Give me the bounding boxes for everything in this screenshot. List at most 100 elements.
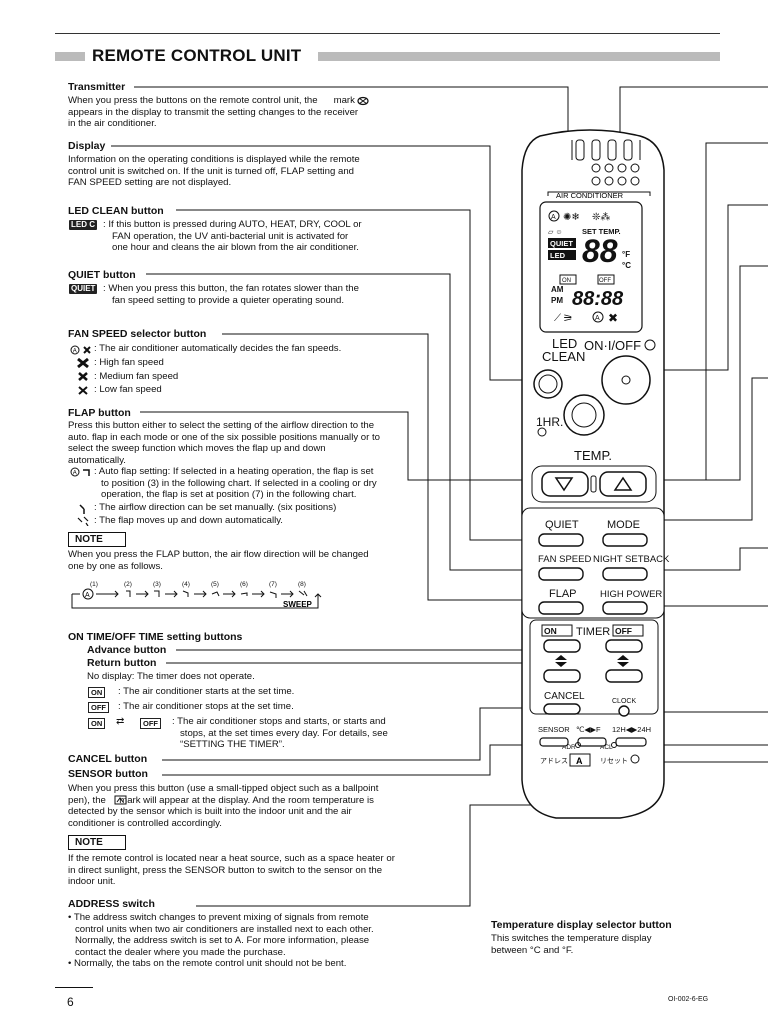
note2-text: If the remote control is located near a …: [68, 853, 395, 888]
flap-sweep-text: : The flap moves up and down automatical…: [94, 515, 283, 526]
acl-label: ACL: [600, 744, 613, 751]
clock-button: [618, 705, 630, 717]
quiet-badge: QUIET: [69, 284, 98, 294]
pos-5: (5): [211, 581, 219, 588]
acl-button: [611, 742, 617, 748]
on-arrows-icon: [555, 655, 567, 667]
fan-speed-auto: : The air conditioner automatically deci…: [94, 343, 342, 354]
led-clean-label-1: LED: [552, 336, 577, 351]
off-advance-button: [605, 639, 643, 653]
display-deg-c: °C: [622, 261, 631, 270]
fan-icons: A: [70, 345, 91, 395]
display-off: OFF: [599, 278, 611, 284]
note-label-1: NOTE: [68, 532, 126, 547]
svg-text:▱ ☺: ▱ ☺: [548, 229, 562, 236]
svg-text:✖: ✖: [608, 311, 618, 325]
pos-7: (7): [269, 581, 277, 588]
display-on: ON: [562, 278, 571, 284]
cancel-button-label: CANCEL: [544, 691, 585, 702]
address-switch: [569, 753, 591, 767]
timer-both-text: : The air conditioner stops and starts, …: [172, 716, 388, 751]
timer-both-on-badge: ON: [88, 718, 106, 729]
sweep-label: SWEEP: [283, 600, 313, 609]
manual-flap-icon: [79, 504, 85, 514]
flap-auto-text: : Auto flap setting: If selected in a he…: [94, 466, 377, 501]
sensor-text: When you press this button (use a small-…: [68, 783, 379, 829]
led-clean-badge: LED C: [69, 220, 97, 230]
flap-title: FLAP button: [68, 407, 131, 419]
timer-both-off-badge: OFF: [140, 718, 161, 729]
h12-24-label: 12H◀▶24H: [612, 725, 651, 734]
page-number: 6: [67, 995, 74, 1009]
timer-off-badge: OFF: [88, 702, 109, 713]
timer-on-label: ON: [544, 626, 557, 636]
cf-button-label: ℃◀▶F: [576, 725, 601, 734]
sensor-button-label: SENSOR: [538, 725, 570, 734]
clock-button-label: CLOCK: [612, 698, 636, 705]
display-text: Information on the operating conditions …: [68, 154, 360, 189]
flap-button: [538, 601, 584, 615]
high-power-button-label: HIGH POWER: [600, 589, 662, 600]
fan-speed-medium: : Medium fan speed: [94, 371, 179, 382]
pos-3: (3): [153, 581, 161, 588]
cancel-title: CANCEL button: [68, 753, 148, 765]
fan-speed-button-label: FAN SPEED: [538, 554, 591, 565]
cancel-button: [543, 703, 581, 715]
svg-text:A: A: [85, 592, 90, 599]
page-title: REMOTE CONTROL UNIT: [92, 46, 302, 65]
address-text: • The address switch changes to prevent …: [68, 912, 374, 970]
display-am: AM: [551, 285, 564, 294]
pos-4: (4): [182, 581, 190, 588]
on-return-button: [543, 669, 581, 683]
footer-rule: [55, 987, 93, 988]
led-clean-label-2: CLEAN: [542, 349, 585, 364]
low-fan-icon: [78, 386, 88, 395]
timer-off-text: : The air conditioner stops at the set t…: [118, 701, 294, 712]
cf-button: [577, 737, 607, 747]
temp-up-button: [599, 471, 647, 497]
reset-jp-label: リセット: [600, 757, 628, 765]
timer-both-icon: ⇄: [116, 716, 125, 727]
timer-off-label: OFF: [615, 626, 632, 636]
temp-selector-title: Temperature display selector button: [491, 919, 672, 931]
on-off-label: ON·I/OFF: [584, 338, 641, 353]
led-clean-text: : If this button is pressed during AUTO,…: [103, 219, 362, 254]
transmitter-title: Transmitter: [68, 81, 126, 93]
timer-title: ON TIME/OFF TIME setting buttons: [68, 631, 243, 643]
mode-button-label: MODE: [607, 519, 640, 531]
return-title: Return button: [87, 657, 157, 669]
quiet-button: [538, 533, 584, 547]
svg-text:✺❄: ✺❄: [563, 212, 580, 223]
on-off-button: [601, 355, 651, 405]
svg-text:A: A: [595, 315, 600, 322]
fan-speed-button: [538, 567, 584, 581]
timer-no-display: No display: The timer does not operate.: [87, 671, 255, 682]
pos-6: (6): [240, 581, 248, 588]
timer-on-text: : The air conditioner starts at the set …: [118, 686, 295, 697]
header-bar-right: [318, 52, 720, 61]
temp-selector-text: This switches the temperature display be…: [491, 933, 652, 956]
address-jp-label: アドレス: [540, 757, 568, 765]
flap-manual-text: : The airflow direction can be set manua…: [94, 502, 337, 513]
off-arrows-icon: [617, 655, 629, 667]
svg-text:A: A: [73, 471, 77, 477]
address-title: ADDRESS switch: [68, 898, 155, 910]
fan-speed-low: : Low fan speed: [94, 384, 162, 395]
timer-on-badge: ON: [88, 687, 106, 698]
display-temp-digits: 88: [582, 233, 618, 269]
top-rule: [55, 33, 720, 34]
transmitter-window: [571, 139, 641, 161]
off-return-button: [605, 669, 643, 683]
temp-down-button: [541, 471, 589, 497]
transmitter-text: When you press the buttons on the remote…: [68, 95, 359, 130]
flap-position-chart: (1) (2) (3) (4) (5) (6) (7) (8) A SWEEP: [71, 581, 322, 609]
pos-8: (8): [298, 581, 306, 588]
address-switch-a: A: [576, 756, 583, 766]
quiet-button-label: QUIET: [545, 519, 579, 531]
transmit-mark-icon: [357, 96, 369, 106]
led-clean-title: LED CLEAN button: [68, 205, 164, 217]
indicator-lights: [591, 163, 640, 186]
reset-button: [630, 754, 640, 764]
on-advance-button: [543, 639, 581, 653]
